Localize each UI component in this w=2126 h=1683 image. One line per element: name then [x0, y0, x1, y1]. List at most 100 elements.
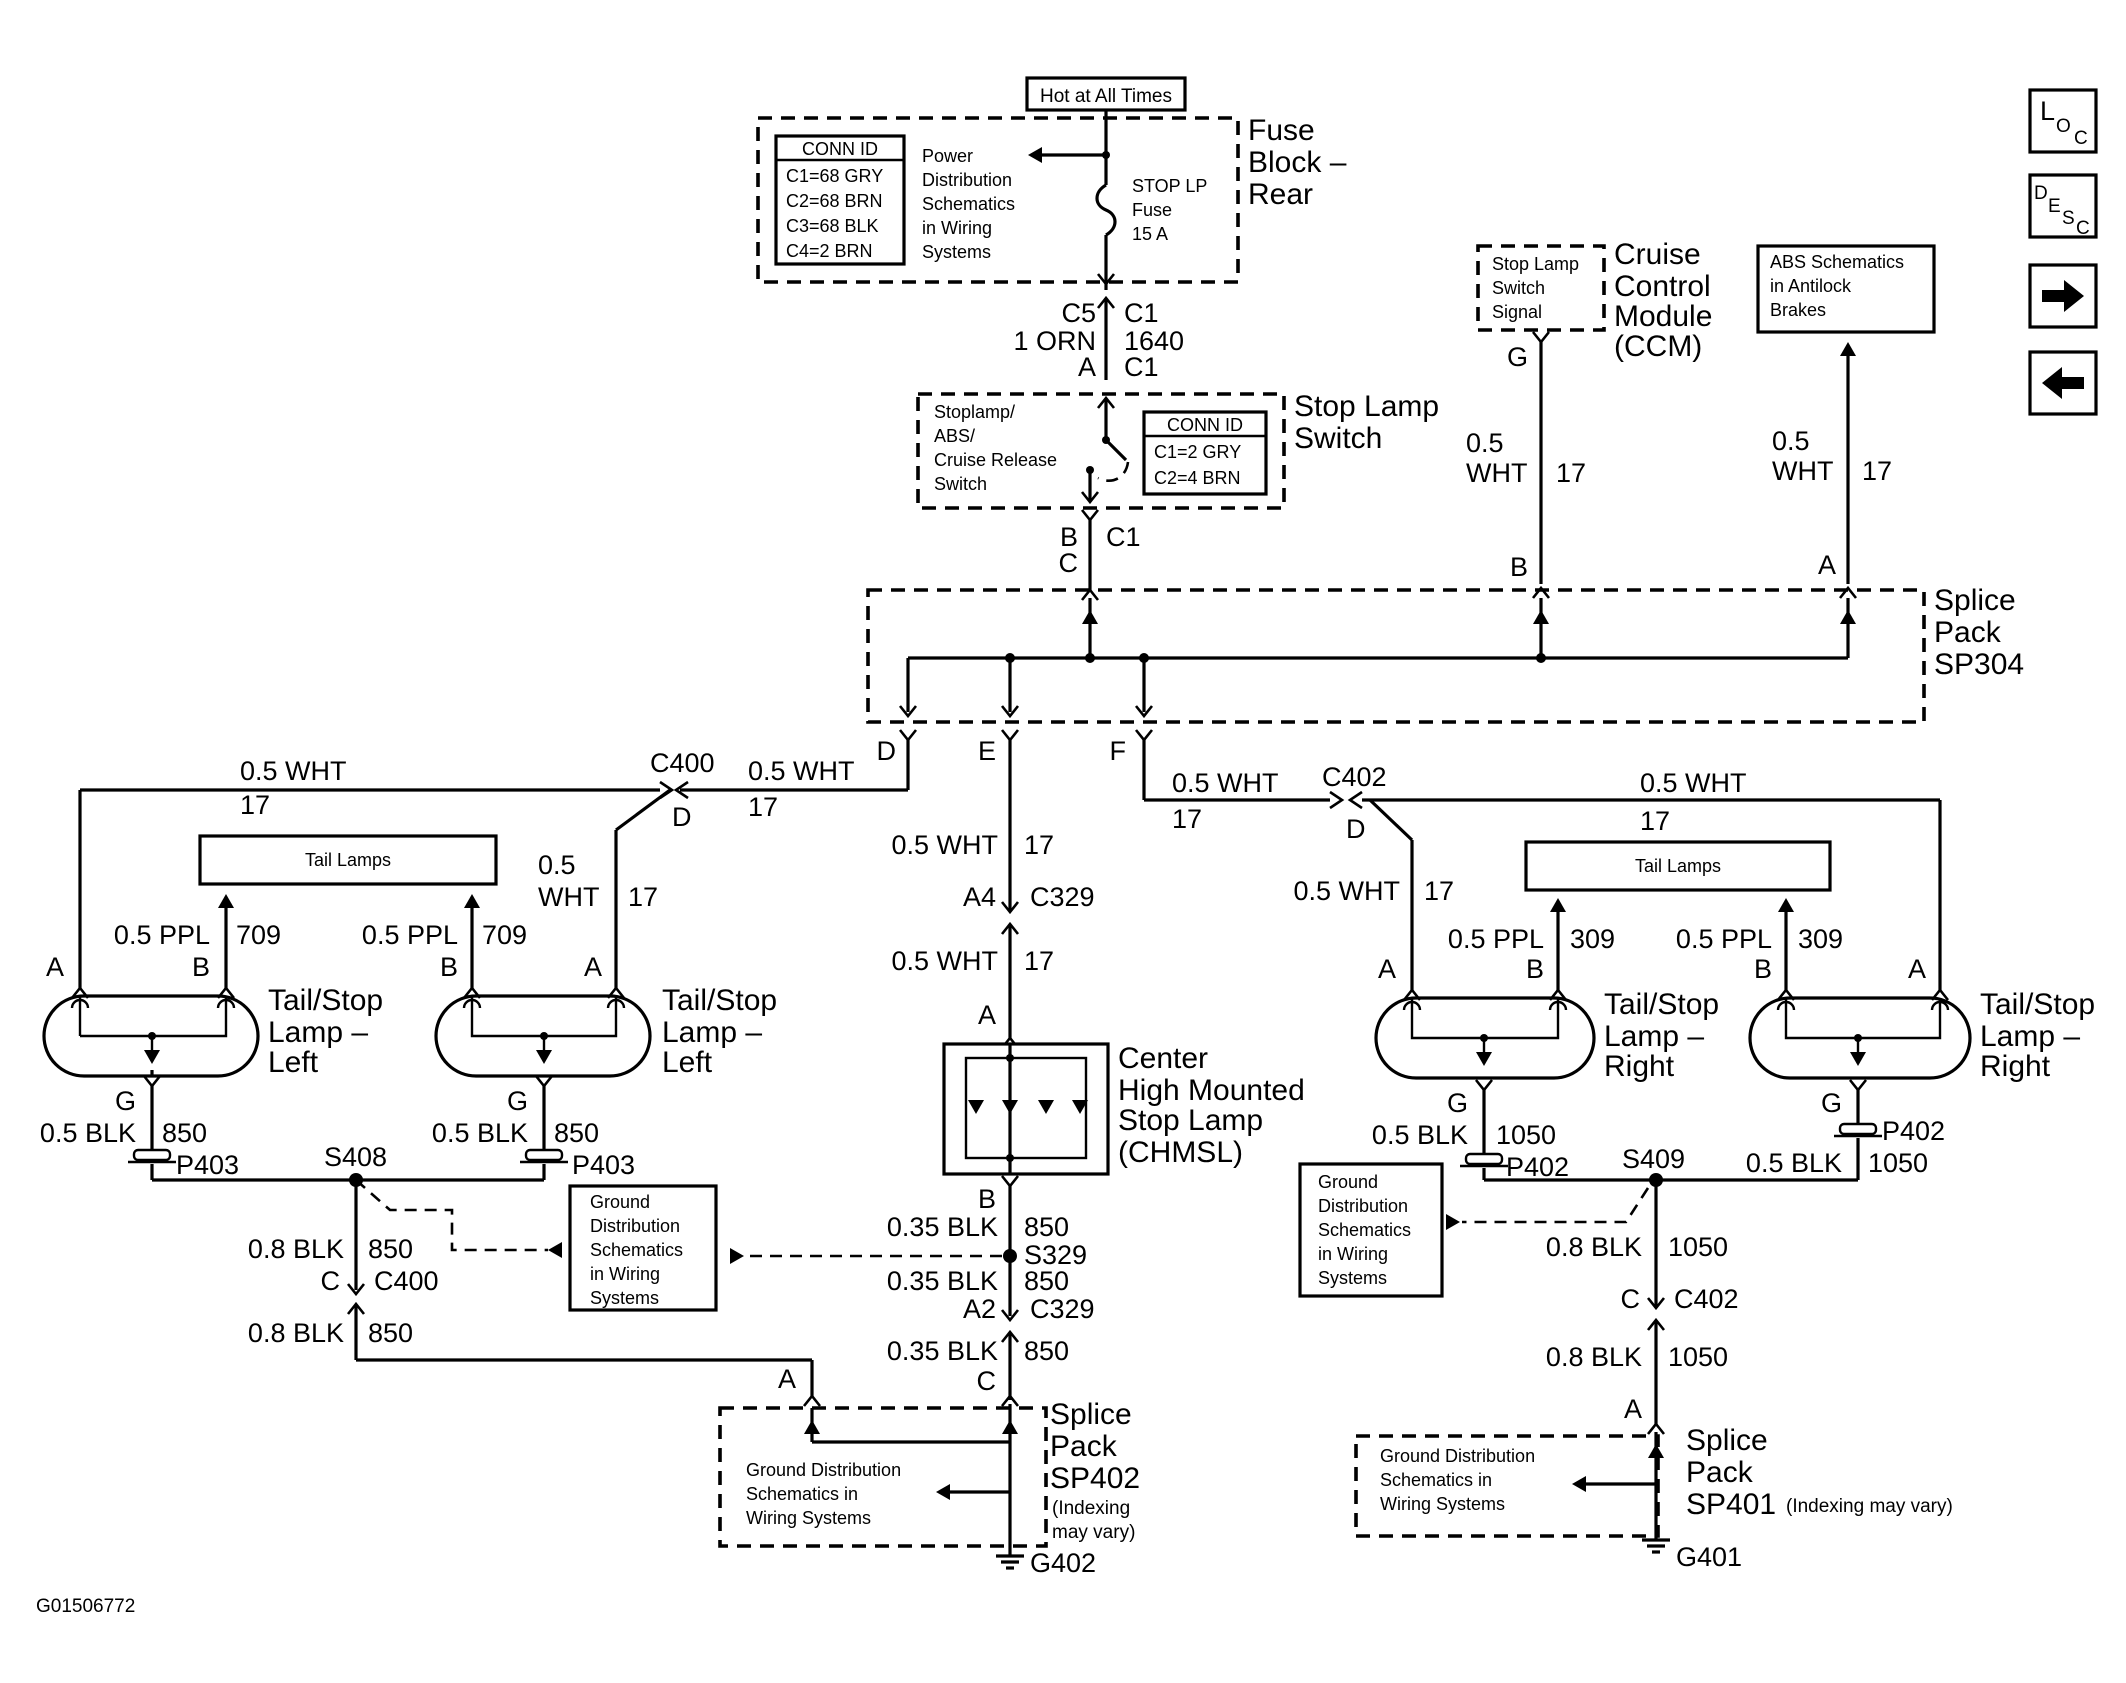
svg-text:1050: 1050 [1668, 1232, 1728, 1262]
svg-text:G402: G402 [1030, 1548, 1096, 1578]
svg-text:in Wiring: in Wiring [1318, 1244, 1388, 1264]
svg-text:D: D [1346, 814, 1366, 844]
svg-text:ABS/: ABS/ [934, 426, 975, 446]
svg-text:Distribution: Distribution [1318, 1196, 1408, 1216]
svg-text:C402: C402 [1322, 762, 1387, 792]
svg-text:1 ORN: 1 ORN [1013, 326, 1096, 356]
svg-text:0.5: 0.5 [1772, 426, 1810, 456]
svg-text:B: B [192, 952, 210, 982]
svg-text:A2: A2 [963, 1294, 996, 1324]
svg-text:A: A [1378, 954, 1396, 984]
previous-page-button[interactable] [2028, 350, 2098, 416]
svg-text:Schematics: Schematics [590, 1240, 683, 1260]
svg-text:A: A [778, 1364, 796, 1394]
tail-stop-lamp-left-1: Tail/Stop Lamp – Left [42, 984, 383, 1079]
svg-text:C400: C400 [374, 1266, 439, 1296]
svg-text:1640: 1640 [1124, 326, 1184, 356]
svg-text:C1: C1 [1106, 522, 1141, 552]
svg-text:0.35 BLK: 0.35 BLK [887, 1266, 998, 1296]
svg-text:Power: Power [922, 146, 973, 166]
svg-text:1050: 1050 [1868, 1148, 1928, 1178]
hot-at-all-times-label: Hot at All Times [1040, 86, 1172, 107]
svg-text:WHT: WHT [1772, 456, 1833, 486]
svg-text:C402: C402 [1674, 1284, 1739, 1314]
svg-text:1050: 1050 [1496, 1120, 1556, 1150]
svg-text:G401: G401 [1676, 1542, 1742, 1572]
svg-text:Cruise: Cruise [1614, 238, 1701, 271]
svg-text:Tail/Stop: Tail/Stop [1980, 988, 2095, 1021]
svg-text:17: 17 [748, 792, 778, 822]
figure-id: G01506772 [36, 1596, 135, 1617]
arrow-right-icon [2042, 280, 2084, 312]
svg-text:0.5: 0.5 [1466, 428, 1504, 458]
svg-text:0.5 BLK: 0.5 BLK [1746, 1148, 1842, 1178]
tail-stop-lamp-left-2: Tail/Stop Lamp – Left [434, 984, 777, 1079]
fuse-to-switch-wire: C5 C1 1 ORN 1640 A C1 [1013, 272, 1184, 382]
svg-text:Pack: Pack [1050, 1430, 1118, 1463]
svg-text:P402: P402 [1882, 1116, 1945, 1146]
svg-text:Lamp –: Lamp – [662, 1016, 762, 1049]
svg-text:B: B [1510, 552, 1528, 582]
tail-stop-lamp-right-2: Tail/Stop Lamp – Right [1748, 988, 2095, 1083]
svg-text:S: S [2062, 208, 2075, 229]
svg-text:B: B [1754, 954, 1772, 984]
svg-text:Block –: Block – [1248, 146, 1347, 179]
switch-conn-id-box [1142, 410, 1268, 496]
svg-text:17: 17 [1024, 830, 1054, 860]
svg-text:in Wiring: in Wiring [590, 1264, 660, 1284]
svg-text:0.5 BLK: 0.5 BLK [40, 1118, 136, 1148]
svg-text:in Antilock: in Antilock [1770, 276, 1852, 296]
svg-text:G: G [1507, 342, 1528, 372]
svg-text:D: D [2034, 183, 2048, 204]
svg-text:G: G [1447, 1088, 1468, 1118]
svg-text:L: L [2040, 96, 2055, 126]
svg-text:C400: C400 [650, 748, 715, 778]
svg-text:O: O [2056, 116, 2071, 137]
svg-text:P402: P402 [1506, 1152, 1569, 1182]
svg-text:(CHMSL): (CHMSL) [1118, 1136, 1243, 1169]
cruise-control-module: Stop Lamp Switch Signal Cruise Control M… [1466, 238, 1712, 600]
svg-text:C329: C329 [1030, 1294, 1095, 1324]
desc-button[interactable]: D E S C [2028, 173, 2098, 239]
svg-text:Stop Lamp: Stop Lamp [1492, 254, 1579, 274]
svg-text:A4: A4 [963, 882, 996, 912]
stop-lamp-switch: Stop Lamp Switch Stoplamp/ ABS/ Cruise R… [916, 390, 1439, 510]
svg-text:B: B [440, 952, 458, 982]
svg-text:C: C [2076, 218, 2090, 239]
svg-text:0.5 PPL: 0.5 PPL [114, 920, 210, 950]
loc-button[interactable]: L O C [2028, 88, 2098, 154]
svg-text:C329: C329 [1030, 882, 1095, 912]
svg-text:850: 850 [1024, 1266, 1069, 1296]
p403-connector-2 [524, 1148, 564, 1162]
svg-text:P403: P403 [572, 1150, 635, 1180]
svg-text:Schematics: Schematics [1318, 1220, 1411, 1240]
svg-text:A: A [584, 952, 602, 982]
fuse-block-rear: Hot at All Times Fuse Block – Rear CONN … [756, 76, 1347, 290]
svg-text:17: 17 [628, 882, 658, 912]
svg-text:C: C [1621, 1284, 1641, 1314]
svg-text:E: E [2048, 196, 2061, 217]
svg-text:Brakes: Brakes [1770, 300, 1826, 320]
svg-text:0.8 BLK: 0.8 BLK [248, 1318, 344, 1348]
svg-text:Pack: Pack [1934, 616, 2002, 649]
svg-text:0.5 PPL: 0.5 PPL [1676, 924, 1772, 954]
svg-text:850: 850 [1024, 1336, 1069, 1366]
svg-text:G: G [1821, 1088, 1842, 1118]
svg-text:0.5 BLK: 0.5 BLK [1372, 1120, 1468, 1150]
svg-text:Module: Module [1614, 300, 1712, 333]
svg-text:Stoplamp/: Stoplamp/ [934, 402, 1015, 422]
p403-connector-1 [132, 1148, 172, 1162]
svg-text:CONN ID: CONN ID [802, 139, 878, 159]
svg-text:C3=68 BLK: C3=68 BLK [786, 216, 879, 236]
svg-text:S329: S329 [1024, 1240, 1087, 1270]
svg-text:0.5 WHT: 0.5 WHT [748, 756, 855, 786]
svg-text:Stop Lamp: Stop Lamp [1118, 1104, 1263, 1137]
next-page-button[interactable] [2028, 263, 2098, 329]
tail-stop-lamp-right-1: Tail/Stop Lamp – Right [1374, 988, 1719, 1083]
svg-text:709: 709 [236, 920, 281, 950]
svg-text:Systems: Systems [590, 1288, 659, 1308]
switch-contact [1104, 438, 1128, 462]
svg-text:Ground Distribution: Ground Distribution [746, 1460, 901, 1480]
svg-text:0.5 BLK: 0.5 BLK [432, 1118, 528, 1148]
svg-text:Systems: Systems [922, 242, 991, 262]
